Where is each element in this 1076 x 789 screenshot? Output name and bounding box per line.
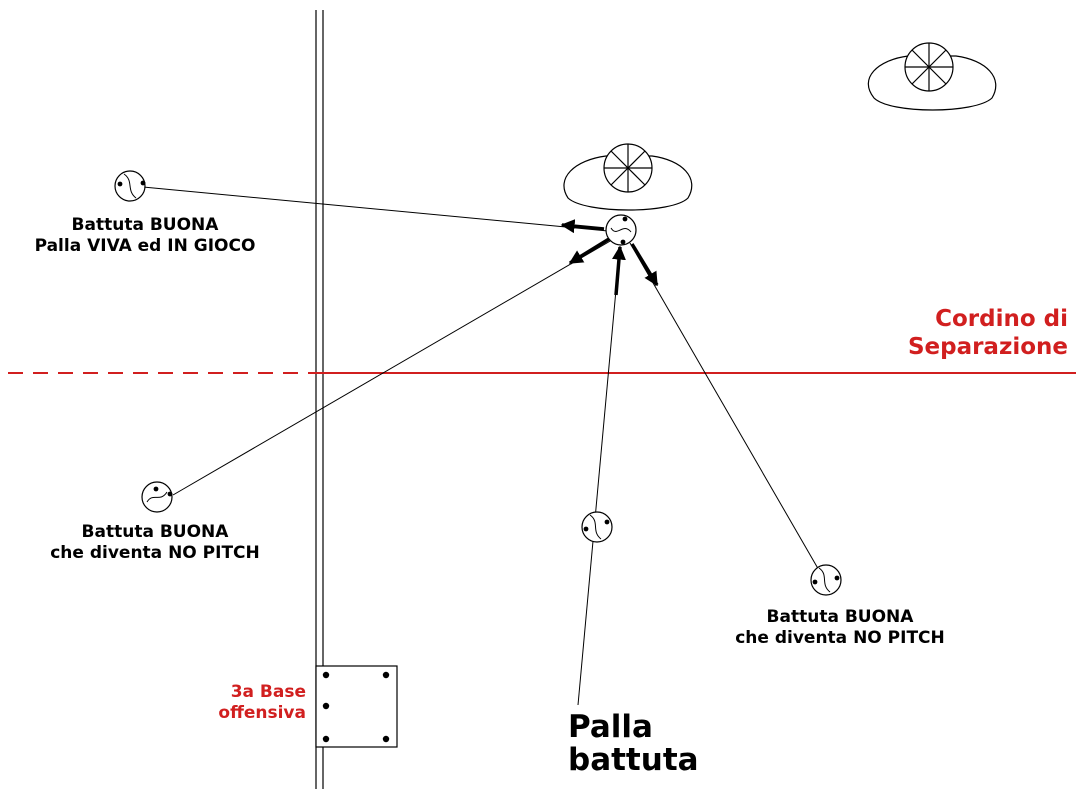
label-third-base: 3a Base offensiva [190,682,306,725]
deflection-arrows [560,219,659,296]
label-batted-ball-line2: battuta [568,742,699,779]
label-no-pitch-left-line1: Battuta BUONA [81,522,229,542]
fielder-front [563,143,693,211]
label-no-pitch-right-line1: Battuta BUONA [766,607,914,627]
label-batted-ball-line1: Palla [568,709,653,745]
ball-good-live [114,170,146,202]
foul-line [315,10,324,789]
label-third-base-line1: 3a Base [230,682,306,702]
label-no-pitch-left-line2: che diventa NO PITCH [50,543,260,564]
label-good-live-line1: Battuta BUONA [71,215,219,235]
ball-batted [581,511,613,543]
label-separation-cord: Cordino di Separazione [868,306,1068,361]
fielder-back [867,42,997,111]
arrow-up [611,245,626,296]
label-no-pitch-right-line2: che diventa NO PITCH [735,628,945,649]
trajectory-no-pitch-left [172,239,613,496]
arrow-left [560,219,605,234]
label-good-live-line2: Palla VIVA ed IN GIOCO [34,236,256,257]
trajectory-good-live [142,186,609,232]
label-good-live: Battuta BUONA Palla VIVA ed IN GIOCO [10,215,280,258]
arrow-down-left [568,237,610,265]
label-batted-ball: Palla battuta [568,709,748,779]
trajectory-lines [142,186,821,706]
label-no-pitch-right: Battuta BUONA che diventa NO PITCH [695,607,985,650]
trajectory-no-pitch-right [629,242,821,573]
trajectory-batted-ball [577,245,621,706]
label-third-base-line2: offensiva [218,703,306,724]
ball-no-pitch-right [810,564,842,596]
arrow-down-right [630,243,659,287]
label-separation-cord-line2: Separazione [907,333,1068,360]
label-no-pitch-left: Battuta BUONA che diventa NO PITCH [10,522,300,565]
label-separation-cord-line1: Cordino di [935,306,1068,332]
ball-at-fielder [605,214,637,246]
third-base-bag [315,665,398,748]
ball-no-pitch-left [141,481,173,513]
